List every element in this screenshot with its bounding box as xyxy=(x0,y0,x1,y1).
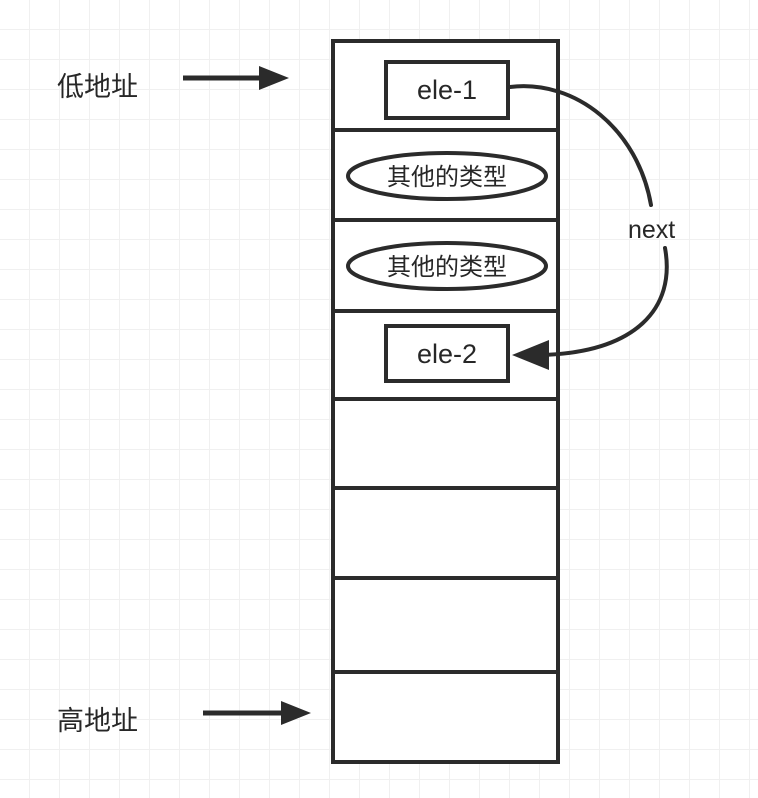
other-type-label-1: 其他的类型 xyxy=(387,164,507,191)
other-type-ellipse-1 xyxy=(346,151,548,201)
low-address-arrow xyxy=(183,66,289,90)
memory-cell-5 xyxy=(331,486,560,580)
next-connector-upper-curve xyxy=(508,84,653,207)
memory-block xyxy=(331,39,560,764)
low-address-label: 低地址 xyxy=(57,72,138,102)
element-node-ele-2: ele-2 xyxy=(384,324,510,383)
high-address-arrow-head xyxy=(281,701,311,725)
other-type-ellipse-2 xyxy=(346,241,548,291)
high-address-arrow xyxy=(203,701,311,725)
ele-2-box xyxy=(384,324,510,383)
ele-2-label: ele-2 xyxy=(417,339,477,369)
other-type-label-2: 其他的类型 xyxy=(387,254,507,281)
next-pointer-connector: next xyxy=(508,84,675,370)
ele-1-box xyxy=(384,60,510,120)
element-node-ele-1: ele-1 xyxy=(384,60,510,120)
next-connector-lower-curve xyxy=(538,246,669,357)
other-type-node-1: 其他的类型 xyxy=(346,151,548,201)
next-connector-arrow-head xyxy=(512,340,549,370)
high-address-label: 高地址 xyxy=(57,706,138,736)
other-type-node-2: 其他的类型 xyxy=(346,241,548,291)
memory-cell-7 xyxy=(331,670,560,764)
low-address-arrow-head xyxy=(259,66,289,90)
next-pointer-label: next xyxy=(628,216,675,244)
memory-cell-4 xyxy=(331,397,560,490)
ele-1-label: ele-1 xyxy=(417,75,477,105)
memory-cell-6 xyxy=(331,576,560,674)
